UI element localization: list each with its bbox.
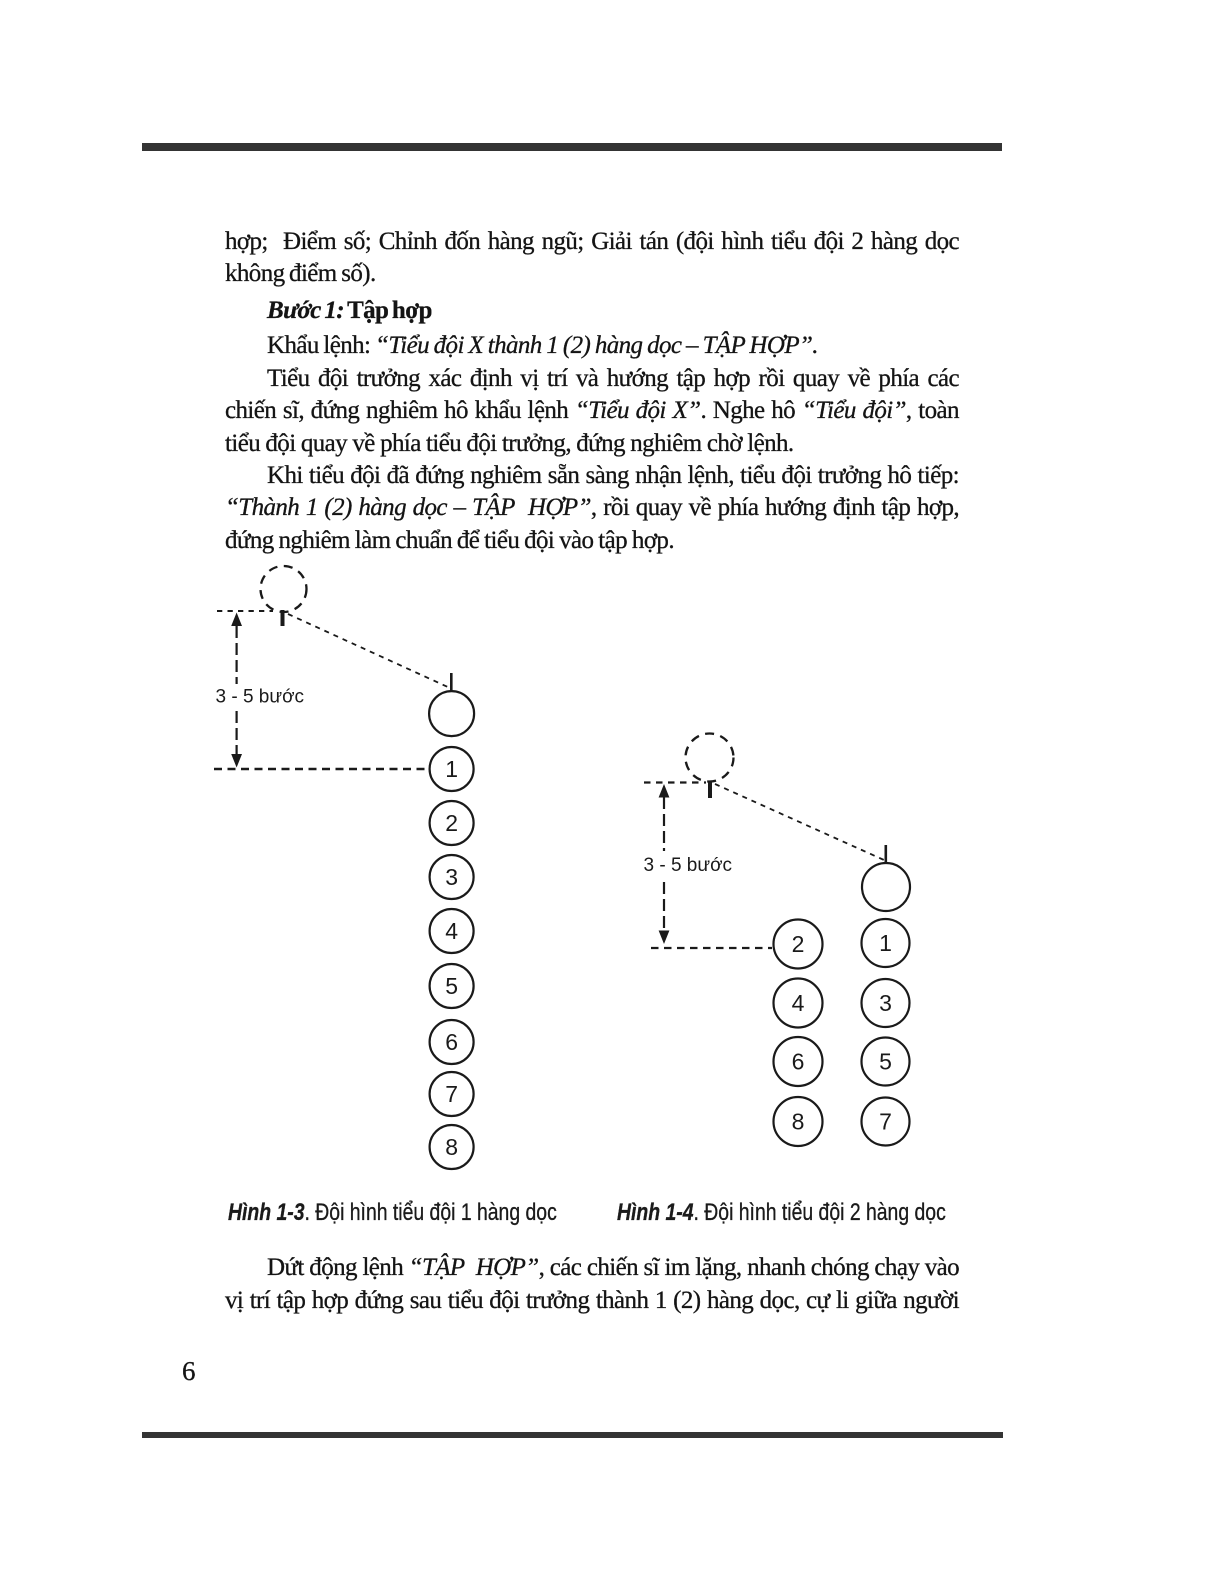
svg-text:4: 4 [445,918,458,944]
svg-text:7: 7 [879,1109,892,1135]
svg-text:6: 6 [792,1049,805,1075]
svg-text:4: 4 [792,990,805,1016]
svg-text:5: 5 [879,1049,892,1075]
svg-text:1: 1 [445,756,458,782]
svg-text:6: 6 [445,1029,458,1055]
svg-text:8: 8 [445,1134,458,1160]
svg-text:7: 7 [445,1081,458,1107]
svg-text:5: 5 [445,973,458,999]
svg-text:8: 8 [792,1109,805,1135]
svg-text:2: 2 [792,931,805,957]
svg-text:3: 3 [879,990,892,1016]
svg-text:3 - 5 bước: 3 - 5 bước [644,855,733,876]
svg-text:3 - 5 bước: 3 - 5 bước [216,687,305,708]
svg-text:1: 1 [879,930,892,956]
svg-text:2: 2 [445,810,458,836]
svg-text:3: 3 [445,864,458,890]
